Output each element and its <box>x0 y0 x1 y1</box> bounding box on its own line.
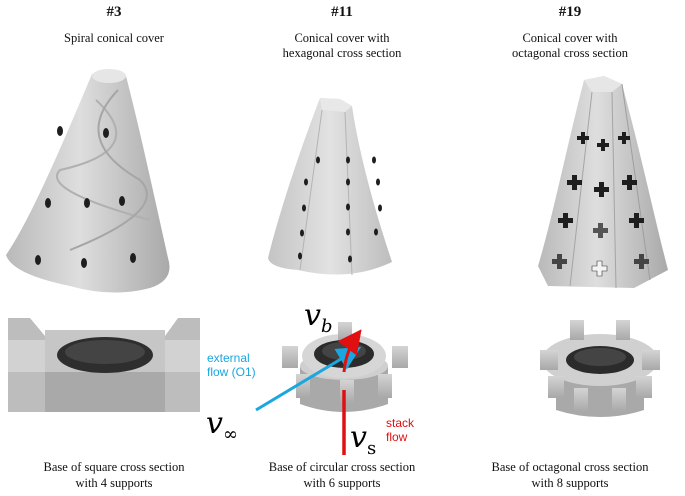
square-base-4-supports <box>8 318 200 412</box>
column-subtitle-3: Spiral conical cover <box>64 31 164 45</box>
column-subtitle-11: Conical cover with hexagonal cross secti… <box>282 31 402 60</box>
external-flow-label: external flow (O1) <box>207 351 256 379</box>
column-title-3: #3 <box>106 4 122 20</box>
stack-flow-label: stack flow <box>386 416 415 444</box>
external-flow-arrow <box>255 346 362 412</box>
column-title-19: #19 <box>558 4 582 20</box>
octagonal-base-8-supports <box>540 320 660 417</box>
velocity-inf-label: v∞ <box>206 406 238 445</box>
velocity-b-label: vb <box>304 298 333 337</box>
velocity-s-label: vs <box>350 420 377 459</box>
column-caption-19: Base of octagonal cross section with 8 s… <box>491 460 649 490</box>
column-subtitle-19: Conical cover with octagonal cross secti… <box>512 31 628 60</box>
hexagonal-conical-cover <box>268 98 392 276</box>
spiral-conical-cover <box>6 69 170 293</box>
octagonal-conical-cover <box>538 76 668 289</box>
column-caption-11: Base of circular cross section with 6 su… <box>268 460 416 490</box>
column-title-11: #11 <box>331 4 353 20</box>
column-caption-3: Base of square cross section with 4 supp… <box>43 460 185 490</box>
stack-flow-arrow <box>337 329 362 373</box>
